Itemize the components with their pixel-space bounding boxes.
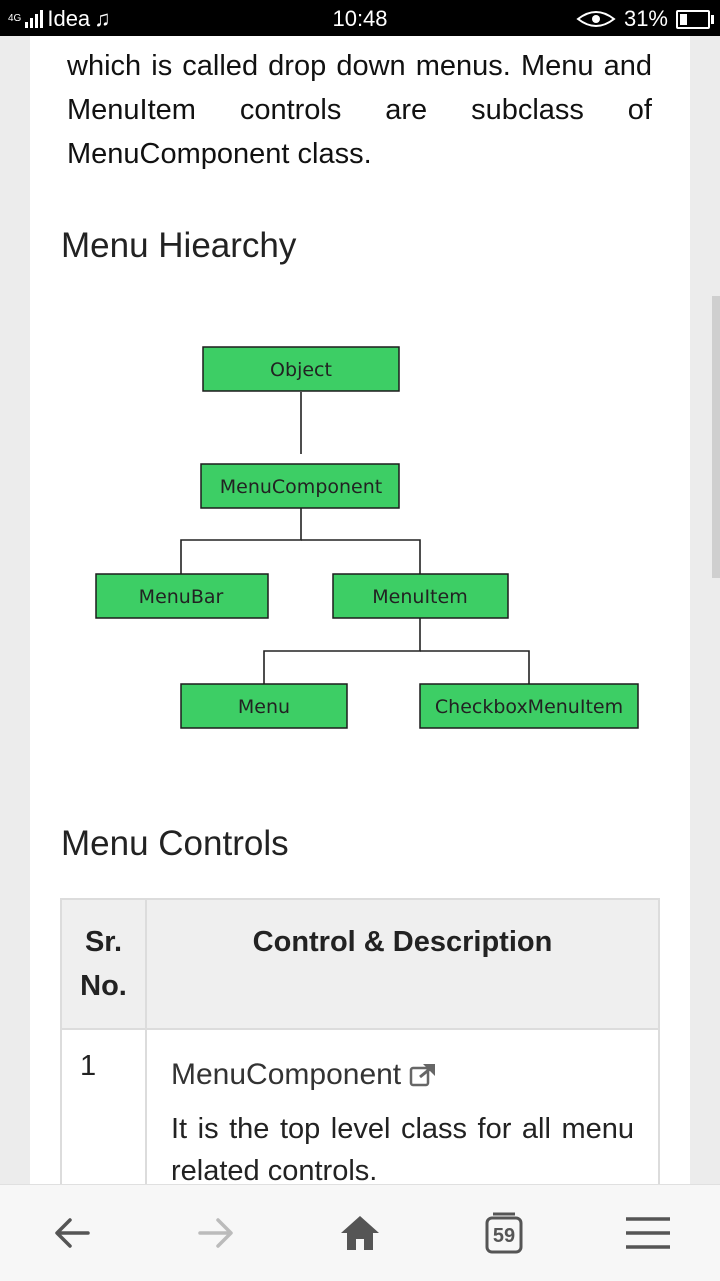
header-sr-no: Sr. No. — [60, 898, 147, 1030]
node-checkbox-menu-item: CheckboxMenuItem — [419, 683, 639, 729]
external-link-icon[interactable] — [409, 1062, 437, 1088]
svg-text:Object: Object — [270, 359, 332, 381]
connector — [420, 650, 530, 684]
svg-text:MenuItem: MenuItem — [372, 586, 467, 608]
signal-icon — [25, 10, 44, 28]
article-page: which is called drop down menus. Menu an… — [30, 36, 690, 1184]
connector — [180, 498, 302, 574]
row-number: 1 — [60, 1028, 147, 1184]
clock: 10:48 — [332, 6, 388, 31]
connector — [301, 539, 421, 574]
forward-arrow-icon — [198, 1218, 233, 1248]
hamburger-menu-icon — [626, 1217, 670, 1249]
scrollbar-thumb[interactable] — [712, 296, 720, 578]
back-button[interactable] — [42, 1203, 102, 1263]
tabs-button[interactable]: 59 — [474, 1203, 534, 1263]
browser-bottom-nav: 59 — [0, 1184, 720, 1281]
node-menu-component: MenuComponent — [200, 463, 400, 509]
connector — [263, 618, 421, 684]
battery-icon — [676, 9, 714, 29]
eye-icon — [576, 11, 616, 27]
control-name[interactable]: MenuComponent — [171, 1058, 402, 1091]
status-bar: 4G Idea ♫ 10:48 31% — [0, 0, 720, 36]
network-type: 4G — [8, 13, 22, 24]
back-arrow-icon — [55, 1218, 90, 1248]
tabs-icon — [485, 1212, 523, 1254]
home-button[interactable] — [330, 1203, 390, 1263]
header-control-description: Control & Description — [145, 898, 660, 1030]
svg-text:MenuBar: MenuBar — [139, 586, 224, 608]
menu-hierarchy-diagram: Object MenuComponent MenuBar MenuItem Me… — [95, 346, 639, 729]
svg-text:CheckboxMenuItem: CheckboxMenuItem — [435, 696, 623, 718]
music-note-icon: ♫ — [94, 6, 111, 31]
node-menu-item: MenuItem — [332, 573, 509, 619]
node-menu-bar: MenuBar — [95, 573, 269, 619]
battery-percent: 31% — [623, 6, 668, 31]
controls-heading: Menu Controls — [61, 824, 289, 863]
intro-paragraph: which is called drop down menus. Menu an… — [67, 50, 652, 170]
svg-text:Menu: Menu — [238, 696, 290, 718]
control-description: It is the top level class for all menu r… — [171, 1113, 634, 1184]
home-icon — [341, 1216, 379, 1250]
node-menu: Menu — [180, 683, 348, 729]
carrier-name: Idea — [47, 6, 91, 31]
hierarchy-heading: Menu Hiearchy — [61, 226, 297, 265]
node-object: Object — [202, 346, 400, 392]
tabs-count: 59 — [492, 1225, 516, 1247]
svg-text:MenuComponent: MenuComponent — [220, 476, 382, 498]
forward-button[interactable] — [186, 1203, 246, 1263]
control-link[interactable]: MenuComponent — [171, 1058, 634, 1092]
controls-table: Sr. No. Control & Description 1 MenuComp… — [60, 898, 660, 1184]
menu-button[interactable] — [618, 1203, 678, 1263]
row-content: MenuComponent It is the top level class … — [145, 1028, 660, 1184]
table-row: 1 MenuComponent It is the top level clas… — [60, 1028, 660, 1184]
